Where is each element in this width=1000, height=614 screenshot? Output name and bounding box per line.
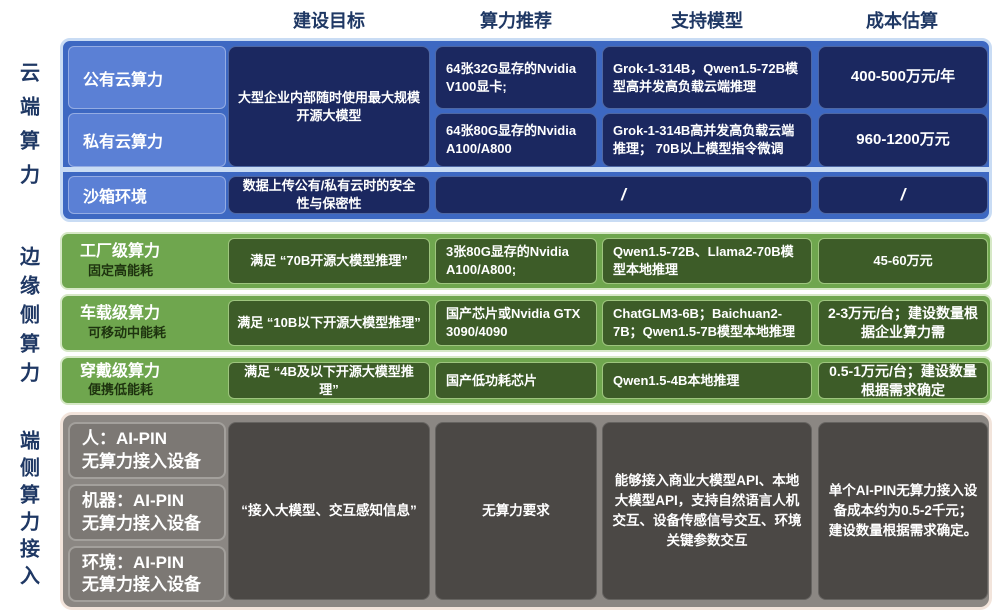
row-label-public-cloud: 公有云算力	[68, 46, 226, 109]
row-label-environment-line1: 环境：AI-PIN	[82, 552, 184, 572]
side-label-edge: 边缘侧算力	[16, 245, 39, 391]
cloud-sandbox-na-cell: /	[435, 176, 812, 214]
device-section: 人：AI-PIN 无算力接入设备 机器：AI-PIN 无算力接入设备 环境：AI…	[60, 412, 992, 610]
row-label-factory: 工厂级算力 固定高能耗	[70, 234, 226, 288]
cloud-cost-private-cell: 960-1200万元	[818, 113, 988, 167]
edge-cost-wearable-cell: 0.5-1万元/台；建设数量根据需求确定	[818, 362, 988, 399]
row-label-human-aipin: 人：AI-PIN 无算力接入设备	[68, 422, 226, 479]
edge-compute-wearable-cell: 国产低功耗芯片	[435, 362, 597, 399]
edge-compute-factory-cell: 3张80G显存的Nvidia A100/A800;	[435, 238, 597, 284]
cloud-section: 公有云算力 私有云算力 沙箱环境 大型企业内部随时使用最大规模开源大模型 64张…	[60, 38, 992, 222]
device-goal-cell: “接入大模型、交互感知信息”	[228, 422, 430, 600]
device-cost-cell: 单个AI-PIN无算力接入设备成本约为0.5-2千元；建设数量根据需求确定。	[818, 422, 988, 600]
edge-goal-vehicle-cell: 满足 “10B以下开源大模型推理”	[228, 300, 430, 346]
device-models-cell: 能够接入商业大模型API、本地大模型API，支持自然语言人机交互、设备传感信号交…	[602, 422, 812, 600]
edge-models-wearable-cell: Qwen1.5-4B本地推理	[602, 362, 812, 399]
edge-cost-vehicle-cell: 2-3万元/台；建设数量根据企业算力需	[818, 300, 988, 346]
column-header-models: 支持模型	[671, 11, 743, 31]
edge-models-factory-cell: Qwen1.5-72B、Llama2-70B模型本地推理	[602, 238, 812, 284]
row-label-vehicle: 车载级算力 可移动中能耗	[70, 296, 226, 350]
column-header-compute: 算力推荐	[480, 11, 552, 31]
row-label-private-cloud: 私有云算力	[68, 113, 226, 167]
cloud-sandbox-cost-na-cell: /	[818, 176, 988, 214]
row-label-wearable-title: 穿戴级算力	[80, 362, 161, 380]
row-label-environment-aipin: 环境：AI-PIN 无算力接入设备	[68, 546, 226, 602]
edge-row-wearable: 穿戴级算力 便携低能耗 满足 “4B及以下开源大模型推理” 国产低功耗芯片 Qw…	[60, 356, 992, 405]
cloud-row-divider	[61, 167, 991, 172]
cloud-goal-sandbox-cell: 数据上传公有/私有云时的安全性与保密性	[228, 176, 430, 214]
edge-cost-factory-cell: 45-60万元	[818, 238, 988, 284]
column-header-goal: 建设目标	[293, 11, 365, 31]
cloud-models-public-cell: Grok-1-314B，Qwen1.5-72B模型高并发高负载云端推理	[602, 46, 812, 109]
row-label-vehicle-title: 车载级算力	[80, 305, 161, 323]
cloud-compute-private-cell: 64张80G显存的Nvidia A100/A800	[435, 113, 597, 167]
side-label-device: 端侧算力接入	[16, 430, 39, 592]
row-label-vehicle-sub: 可移动中能耗	[88, 324, 167, 340]
edge-row-vehicle: 车载级算力 可移动中能耗 满足 “10B以下开源大模型推理” 国产芯片或Nvid…	[60, 294, 992, 352]
edge-row-factory: 工厂级算力 固定高能耗 满足 “70B开源大模型推理” 3张80G显存的Nvid…	[60, 232, 992, 290]
cloud-models-private-cell: Grok-1-314B高并发高负载云端推理； 70B以上模型指令微调	[602, 113, 812, 167]
cloud-cost-public-cell: 400-500万元/年	[818, 46, 988, 109]
row-label-wearable-sub: 便携低能耗	[88, 382, 154, 398]
edge-compute-vehicle-cell: 国产芯片或Nvidia GTX 3090/4090	[435, 300, 597, 346]
row-label-machine-line2: 无算力接入设备	[82, 513, 201, 533]
row-label-machine-aipin: 机器：AI-PIN 无算力接入设备	[68, 484, 226, 541]
cloud-goal-merged-cell: 大型企业内部随时使用最大规模开源大模型	[228, 46, 430, 167]
row-label-wearable: 穿戴级算力 便携低能耗	[70, 358, 226, 403]
column-header-cost: 成本估算	[866, 11, 938, 31]
row-label-environment-line2: 无算力接入设备	[82, 575, 201, 594]
edge-goal-wearable-cell: 满足 “4B及以下开源大模型推理”	[228, 362, 430, 399]
row-label-human-line2: 无算力接入设备	[82, 451, 201, 471]
row-label-sandbox: 沙箱环境	[68, 176, 226, 214]
cloud-compute-public-cell: 64张32G显存的Nvidia V100显卡;	[435, 46, 597, 109]
edge-goal-factory-cell: 满足 “70B开源大模型推理”	[228, 238, 430, 284]
device-compute-cell: 无算力要求	[435, 422, 597, 600]
row-label-factory-sub: 固定高能耗	[88, 262, 154, 278]
row-label-human-line1: 人：AI-PIN	[82, 429, 167, 449]
row-label-machine-line1: 机器：AI-PIN	[82, 491, 184, 511]
edge-models-vehicle-cell: ChatGLM3-6B；Baichuan2-7B；Qwen1.5-7B模型本地推…	[602, 300, 812, 346]
side-label-cloud: 云端算力	[16, 62, 39, 198]
row-label-factory-title: 工厂级算力	[80, 243, 161, 261]
